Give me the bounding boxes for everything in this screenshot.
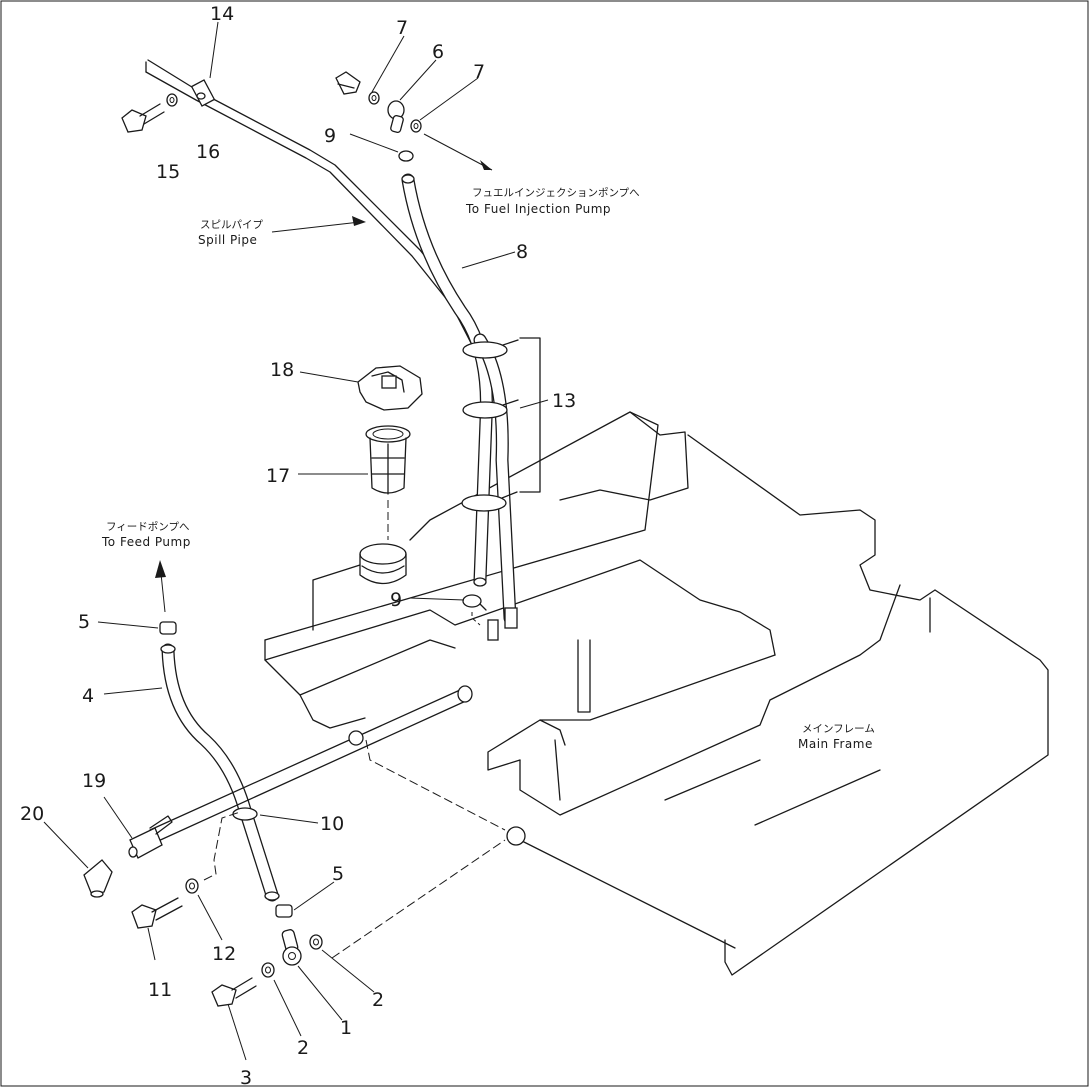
callout-4: 4 (82, 685, 94, 707)
bolt-11 (131, 878, 199, 929)
label-frame-jp: メインフレーム (802, 723, 875, 735)
clip-9-lower (462, 594, 482, 608)
bolt-3 (211, 962, 275, 1007)
spill-pipe-bracket (190, 79, 216, 107)
label-spill-jp: スピルパイプ (200, 219, 263, 231)
banjo-fitting-bottom (281, 929, 323, 966)
callout-20: 20 (20, 803, 44, 825)
hose-end-fitting (487, 619, 499, 641)
callout-6: 6 (432, 41, 444, 63)
callout-8: 8 (516, 241, 528, 263)
callout-5a: 5 (78, 611, 90, 633)
label-spill-en: Spill Pipe (198, 233, 257, 247)
label-feed-en: To Feed Pump (101, 535, 191, 549)
callout-10: 10 (320, 813, 344, 835)
callout-3: 3 (240, 1067, 252, 1088)
bolt-15 (121, 93, 178, 133)
elbow-20 (83, 859, 113, 898)
callout-7a: 7 (396, 17, 408, 39)
strainer (365, 425, 411, 540)
label-frame-en: Main Frame (798, 737, 873, 751)
filler-cap (357, 365, 423, 411)
spill-pipe (145, 59, 481, 346)
assembly-centerlines (203, 612, 506, 959)
label-feed-jp: フィードポンプへ (106, 521, 189, 533)
drain-valve (128, 815, 173, 859)
main-frame (264, 411, 1049, 976)
callout-9a: 9 (324, 125, 336, 147)
callout-18: 18 (270, 359, 294, 381)
leader-lines (43, 21, 549, 1061)
banjo-fitting-top (335, 71, 422, 162)
feed-hose-clamp (232, 807, 258, 821)
callout-12: 12 (212, 943, 236, 965)
callout-2a: 2 (372, 989, 384, 1011)
label-fuel-pump-en: To Fuel Injection Pump (465, 202, 611, 216)
callout-19: 19 (82, 770, 106, 792)
callout-17: 17 (266, 465, 290, 487)
callout-9b: 9 (390, 589, 402, 611)
callout-2b: 2 (297, 1037, 309, 1059)
tank-outlet (506, 826, 526, 846)
label-fuel-pump-jp: フュエルインジェクションポンプへ (472, 187, 640, 199)
callout-11: 11 (148, 979, 172, 1001)
callout-7b: 7 (473, 61, 485, 83)
callout-15: 15 (156, 161, 180, 183)
callout-1: 1 (340, 1017, 352, 1039)
flow-arrows (155, 133, 493, 613)
callout-16: 16 (196, 141, 220, 163)
callout-14: 14 (210, 3, 234, 25)
hose-clamps (461, 337, 541, 512)
callout-13: 13 (552, 390, 576, 412)
callout-5b: 5 (332, 863, 344, 885)
fitting-5-top (159, 621, 177, 635)
fitting-5-bottom (275, 904, 293, 918)
